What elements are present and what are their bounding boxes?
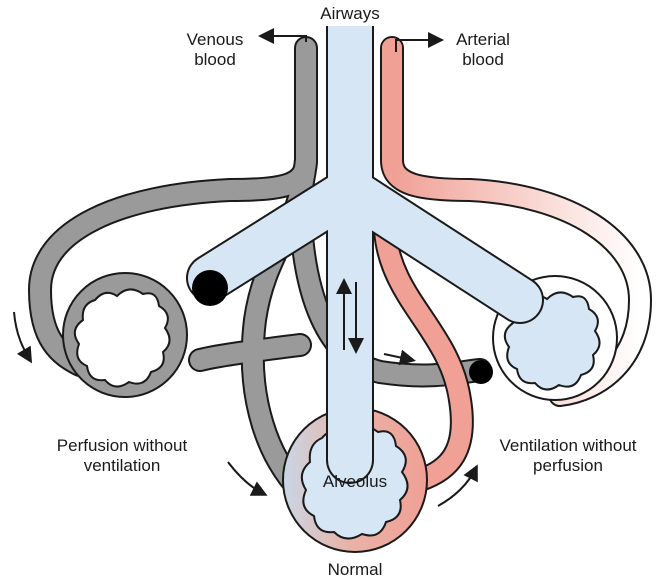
venous-blood-label: Venous blood	[176, 30, 254, 70]
ventilation-label-line2: perfusion	[476, 456, 660, 476]
arterial-label-line2: blood	[444, 50, 522, 70]
ventilation-label-line1: Ventilation without	[476, 436, 660, 456]
blood-flow-arrow	[384, 354, 412, 360]
venous-label-line1: Venous	[176, 30, 254, 50]
arterial-blood-label: Arterial blood	[444, 30, 522, 70]
perfusion-label-line2: ventilation	[30, 456, 214, 476]
alveolus-perfusion-without-ventilation	[63, 273, 187, 397]
venous-label-line2: blood	[176, 50, 254, 70]
normal-label: Normal	[300, 560, 410, 580]
airways-label: Airways	[310, 4, 390, 24]
alveolus-label: Alveolus	[300, 472, 410, 492]
vessel-obstruction-clot	[469, 360, 493, 384]
curved-arrow-left	[14, 312, 30, 360]
arterial-label-line1: Arterial	[444, 30, 522, 50]
airway-obstruction-plug	[192, 270, 228, 306]
curved-arrow-bottom-left	[228, 462, 264, 494]
perfusion-without-ventilation-label: Perfusion without ventilation	[30, 436, 214, 476]
perfusion-label-line1: Perfusion without	[30, 436, 214, 456]
ventilation-without-perfusion-label: Ventilation without perfusion	[476, 436, 660, 476]
